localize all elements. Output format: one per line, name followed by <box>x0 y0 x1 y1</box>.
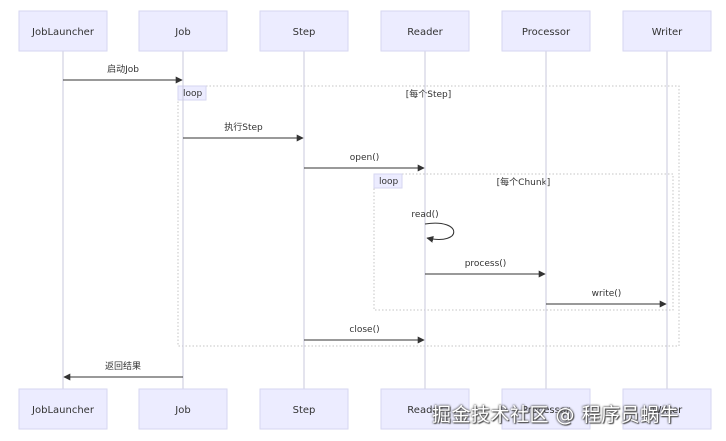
actor-writer-top: Writer <box>622 10 712 52</box>
actor-label: Processor <box>522 405 571 416</box>
loop-frame-border <box>373 173 674 311</box>
message-label: close() <box>349 325 379 335</box>
loop-tag-label: loop <box>379 177 399 187</box>
loop-condition-label: [每个Step] <box>406 88 452 100</box>
actor-label: JobLauncher <box>31 405 95 416</box>
actor-joblauncher-top: JobLauncher <box>18 10 108 52</box>
message-4: read() <box>411 210 455 243</box>
self-message-arrow <box>424 222 455 243</box>
message-label: 返回结果 <box>105 360 141 372</box>
message-7: close() <box>304 325 425 344</box>
actor-processor-top: Processor <box>501 10 591 52</box>
actor-box <box>501 388 591 430</box>
message-label: write() <box>592 289 622 299</box>
loop-frame-border <box>177 85 680 347</box>
message-8: 返回结果 <box>63 360 183 381</box>
actor-label: Writer <box>652 405 683 416</box>
actor-box <box>622 388 712 430</box>
message-5: process() <box>425 259 546 278</box>
actor-label: Processor <box>522 27 571 38</box>
message-1: 启动Job <box>63 63 183 84</box>
actor-step-top: Step <box>259 10 349 52</box>
message-label: open() <box>350 153 379 163</box>
actor-box <box>138 388 228 430</box>
actor-box <box>259 10 349 52</box>
actor-reader-top: Reader <box>380 10 470 52</box>
actor-job-bottom: Job <box>138 388 228 430</box>
actor-reader-bottom: Reader <box>380 388 470 430</box>
actor-label: Writer <box>652 27 683 38</box>
actor-box <box>259 388 349 430</box>
actor-box <box>138 10 228 52</box>
actor-box <box>622 10 712 52</box>
actor-label: Job <box>174 405 190 416</box>
actor-label: JobLauncher <box>31 27 95 38</box>
actor-box <box>380 388 470 430</box>
actor-job-top: Job <box>138 10 228 52</box>
actor-joblauncher-bottom: JobLauncher <box>18 388 108 430</box>
actor-label: Step <box>293 27 316 38</box>
loop-frame-2: loop [每个Chunk] <box>373 173 674 311</box>
actor-box <box>380 10 470 52</box>
actor-label: Reader <box>407 405 443 416</box>
loop-condition-label: [每个Chunk] <box>497 176 551 188</box>
message-label: read() <box>411 210 438 220</box>
actor-label: Reader <box>407 27 443 38</box>
message-2: 执行Step <box>183 121 304 142</box>
loop-frame-1: loop [每个Step] <box>177 85 680 347</box>
actor-processor-bottom: Processor <box>501 388 591 430</box>
actor-box <box>18 10 108 52</box>
loop-tag-box <box>177 85 207 101</box>
actor-box <box>501 10 591 52</box>
message-label: 启动Job <box>107 63 139 75</box>
actor-step-bottom: Step <box>259 388 349 430</box>
loop-tag-label: loop <box>183 89 203 99</box>
watermark-text: 掘金技术社区 @ 程序员蜗牛 <box>432 404 680 426</box>
message-label: 执行Step <box>224 121 263 133</box>
actor-writer-bottom: Writer <box>622 388 712 430</box>
message-3: open() <box>304 153 425 172</box>
actor-label: Job <box>174 27 190 38</box>
message-label: process() <box>465 259 507 269</box>
loop-tag-box <box>373 173 403 189</box>
actor-box <box>18 388 108 430</box>
message-6: write() <box>546 289 667 308</box>
actor-label: Step <box>293 405 316 416</box>
